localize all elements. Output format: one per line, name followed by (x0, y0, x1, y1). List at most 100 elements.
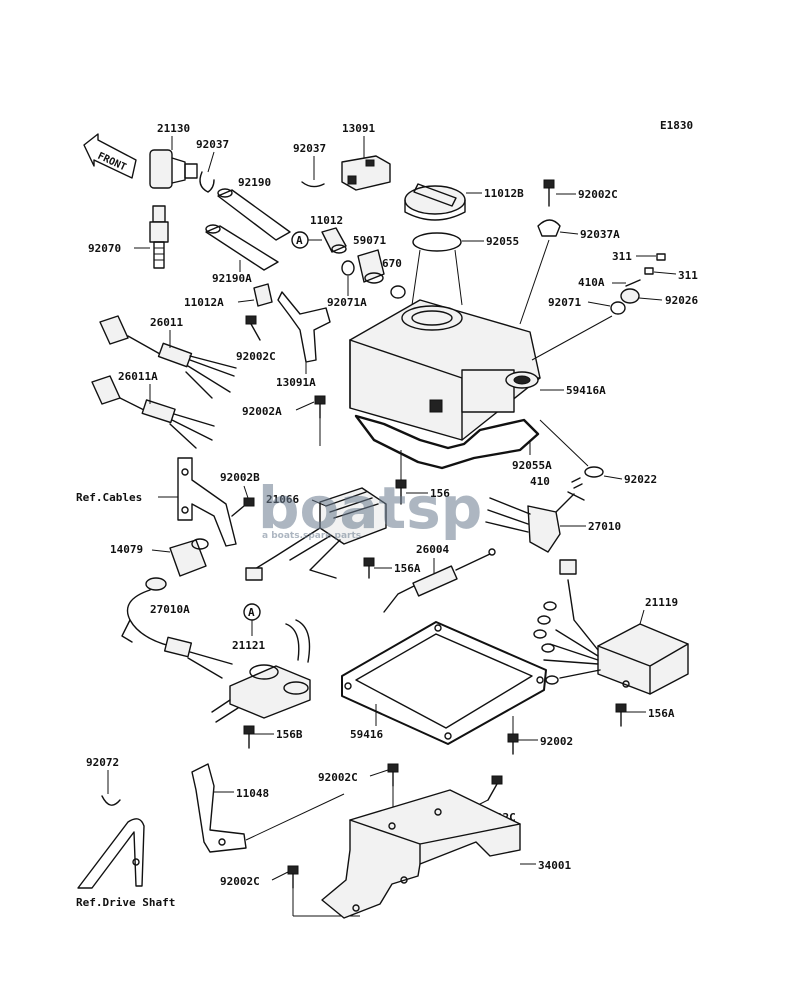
bolt-92002c-mid (245, 315, 261, 341)
svg-text:FRONT: FRONT (96, 151, 128, 174)
callout-a-top: A (291, 231, 322, 249)
front-arrow-icon: FRONT (83, 133, 137, 179)
bracket-13091a (277, 291, 331, 363)
label-26011: 26011 (150, 316, 183, 329)
sensor-26011a (91, 375, 215, 449)
bolt-92002c-b1 (387, 763, 399, 787)
label-59416: 59416 (350, 728, 383, 741)
svg-text:A: A (248, 606, 255, 619)
label-92037-left: 92037 (196, 138, 229, 151)
label-92022: 92022 (624, 473, 657, 486)
spark-plug-92070 (149, 205, 169, 269)
label-92070: 92070 (88, 242, 121, 255)
label-92072: 92072 (86, 756, 119, 769)
fitting-14079 (169, 538, 209, 577)
label-59416a: 59416A (566, 384, 606, 397)
label-156: 156 (430, 487, 450, 500)
plug-11012 (321, 227, 347, 254)
oring-92022 (584, 466, 604, 478)
label-311-a: 311 (612, 250, 632, 263)
cap-11012b (404, 183, 466, 221)
clip-92037 (199, 171, 215, 193)
label-21130: 21130 (157, 122, 190, 135)
label-21119: 21119 (645, 596, 678, 609)
diagram-code: E1830 (660, 119, 693, 132)
sensor-26011 (99, 315, 237, 399)
label-92002c-top: 92002C (578, 188, 618, 201)
sensor-21130 (149, 149, 198, 189)
label-11048: 11048 (236, 787, 269, 800)
boatsp-watermark: boatsp a boats.spare parts (258, 474, 482, 542)
label-34001: 34001 (538, 859, 571, 872)
svg-text:A: A (296, 234, 303, 247)
tube-92190a (205, 224, 279, 271)
label-11012: 11012 (310, 214, 343, 227)
clamp-92037a (537, 219, 561, 237)
label-ref-cables: Ref.Cables (76, 491, 142, 504)
case-59416a (349, 299, 541, 441)
ignition-coil-21121 (211, 619, 311, 723)
oring-92055 (412, 232, 462, 252)
label-156b: 156B (276, 728, 303, 741)
bracket-11048 (191, 763, 247, 853)
label-92055: 92055 (486, 235, 519, 248)
cdi-unit-21119 (533, 559, 689, 695)
plug-11012a (253, 283, 273, 307)
bolt-92002b (231, 497, 255, 517)
fitting-59071 (357, 249, 385, 284)
label-92190a: 92190A (212, 272, 252, 285)
label-92071a: 92071A (327, 296, 367, 309)
label-92002c-b3: 92002C (220, 875, 260, 888)
ring-92071a (341, 260, 355, 276)
label-92055a: 92055A (512, 459, 552, 472)
bolt-156a-right (615, 703, 627, 727)
bolt-92002c-b3 (287, 865, 299, 889)
bolt-92002c-top (543, 179, 555, 207)
label-27010: 27010 (588, 520, 621, 533)
label-670: 670 (382, 257, 402, 270)
label-92037-right: 92037 (293, 142, 326, 155)
bolt-92002a (314, 395, 326, 419)
label-27010a: 27010A (150, 603, 190, 616)
label-ref-drive-shaft: Ref.Drive Shaft (76, 896, 175, 909)
sensor-26004 (383, 548, 496, 613)
label-92190: 92190 (238, 176, 271, 189)
label-92002c-b1: 92002C (318, 771, 358, 784)
tube-92190 (217, 188, 291, 241)
connector-13091 (341, 155, 391, 191)
label-311-b: 311 (678, 269, 698, 282)
bolt-92002 (507, 733, 519, 755)
label-21121: 21121 (232, 639, 265, 652)
label-92037a: 92037A (580, 228, 620, 241)
bracket-34001 (321, 789, 521, 919)
label-11012b: 11012B (484, 187, 524, 200)
callout-a-bottom: A (243, 603, 261, 636)
ring-92071 (610, 301, 626, 315)
label-410a: 410A (578, 276, 605, 289)
label-21066: 21066 (266, 493, 299, 506)
bolt-92002c-b2 (487, 775, 503, 801)
rectifier-21066 (245, 487, 387, 581)
label-13091: 13091 (342, 122, 375, 135)
bracket-ref-cables (177, 457, 237, 547)
bracket-ref-drive-shaft (77, 818, 145, 889)
label-92026: 92026 (665, 294, 698, 307)
label-59071: 59071 (353, 234, 386, 247)
label-92002b: 92002B (220, 471, 260, 484)
label-11012a: 11012A (184, 296, 224, 309)
bolt-311-a (656, 253, 666, 261)
label-410: 410 (530, 475, 550, 488)
grommet-92026 (620, 288, 640, 304)
label-26004: 26004 (416, 543, 449, 556)
clip-92072 (101, 795, 121, 806)
label-13091a: 13091A (276, 376, 316, 389)
bolt-156a-mid (363, 557, 375, 579)
washer-410 (567, 477, 585, 501)
bolt-311-b (644, 267, 654, 275)
label-92002: 92002 (540, 735, 573, 748)
gasket-59416 (341, 621, 547, 745)
gasket-92055a (354, 414, 540, 470)
label-92002c-mid: 92002C (236, 350, 276, 363)
label-156a-right: 156A (648, 707, 675, 720)
